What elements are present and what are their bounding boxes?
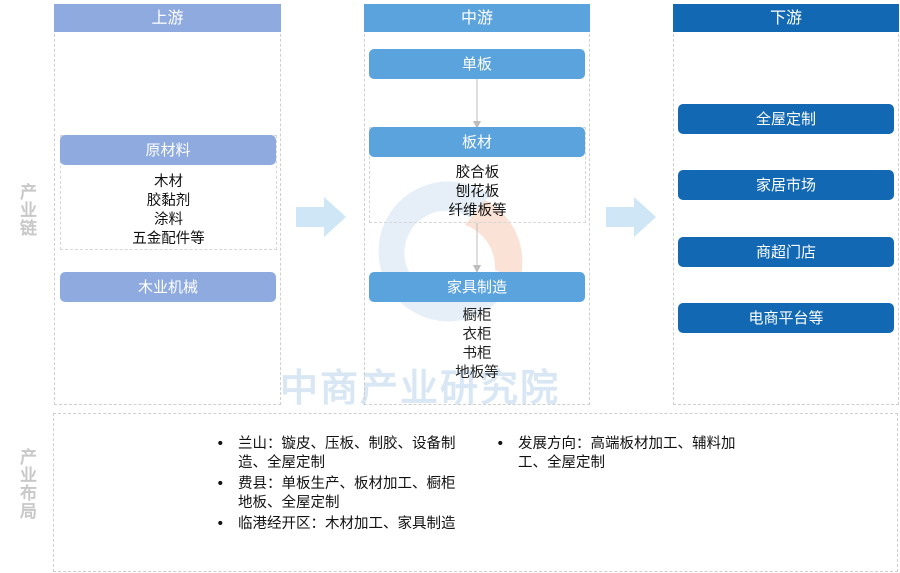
- raw-materials-list: 木材 胶黏剂 涂料 五金配件等: [61, 173, 276, 249]
- list-item: 胶合板: [455, 165, 500, 181]
- side-label-layout: 产业布局: [16, 448, 36, 520]
- list-item: 涂料: [154, 212, 183, 228]
- layout-right-list: 发展方向：高端板材加工、辅料加工、全屋定制: [496, 435, 746, 473]
- furniture-list: 橱柜 衣柜 书柜 地板等: [369, 307, 585, 383]
- midstream-header: 中游: [364, 4, 590, 32]
- furniture-pill: 家具制造: [369, 272, 585, 302]
- side-label-chain: 产业链: [16, 183, 36, 237]
- veneer-pill: 单板: [369, 49, 585, 79]
- list-item: 橱柜: [462, 308, 492, 324]
- board-list: 胶合板 刨花板 纤维板等: [370, 164, 585, 221]
- list-item: 发展方向：高端板材加工、辅料加工、全屋定制: [496, 435, 746, 473]
- downstream-item: 商超门店: [678, 237, 894, 267]
- list-item: 书柜: [462, 346, 492, 362]
- list-item: 地板等: [455, 365, 499, 381]
- layout-left-list: 兰山：镟皮、压板、制胶、设备制造、全屋定制 费县：单板生产、板材加工、橱柜地板、…: [216, 435, 464, 534]
- downstream-item: 全屋定制: [678, 104, 894, 134]
- list-item: 衣柜: [462, 327, 492, 343]
- raw-materials-pill: 原材料: [60, 135, 276, 165]
- list-item: 临港经开区：木材加工、家具制造: [216, 515, 464, 534]
- list-item: 刨花板: [455, 184, 500, 200]
- downstream-item: 电商平台等: [678, 303, 894, 333]
- watermark-text: 中商产业研究院: [280, 366, 561, 410]
- list-item: 木材: [154, 174, 183, 190]
- list-item: 兰山：镟皮、压板、制胶、设备制造、全屋定制: [216, 435, 464, 473]
- downstream-column: 下游 全屋定制 家居市场 商超门店 电商平台等: [673, 4, 899, 405]
- right-arrow-icon: [296, 197, 346, 237]
- industry-layout-box: 兰山：镟皮、压板、制胶、设备制造、全屋定制 费县：单板生产、板材加工、橱柜地板、…: [53, 413, 898, 572]
- list-item: 五金配件等: [132, 231, 205, 247]
- downstream-header: 下游: [673, 4, 899, 32]
- list-item: 纤维板等: [448, 203, 507, 219]
- list-item: 胶黏剂: [146, 193, 191, 209]
- down-arrow-icon: [473, 79, 481, 129]
- downstream-item: 家居市场: [678, 170, 894, 200]
- upstream-column: 上游 木材 胶黏剂 涂料 五金配件等 原材料 木业机械: [54, 4, 281, 405]
- down-arrow-icon: [473, 223, 481, 273]
- right-arrow-icon: [606, 197, 656, 237]
- machinery-pill: 木业机械: [60, 272, 276, 302]
- board-pill: 板材: [369, 127, 585, 157]
- upstream-header: 上游: [54, 4, 281, 32]
- midstream-column: 中游 单板 胶合板 刨花板 纤维板等 板材 家具制造 橱柜 衣柜 书柜 地板等: [364, 4, 590, 405]
- list-item: 费县：单板生产、板材加工、橱柜地板、全屋定制: [216, 475, 464, 513]
